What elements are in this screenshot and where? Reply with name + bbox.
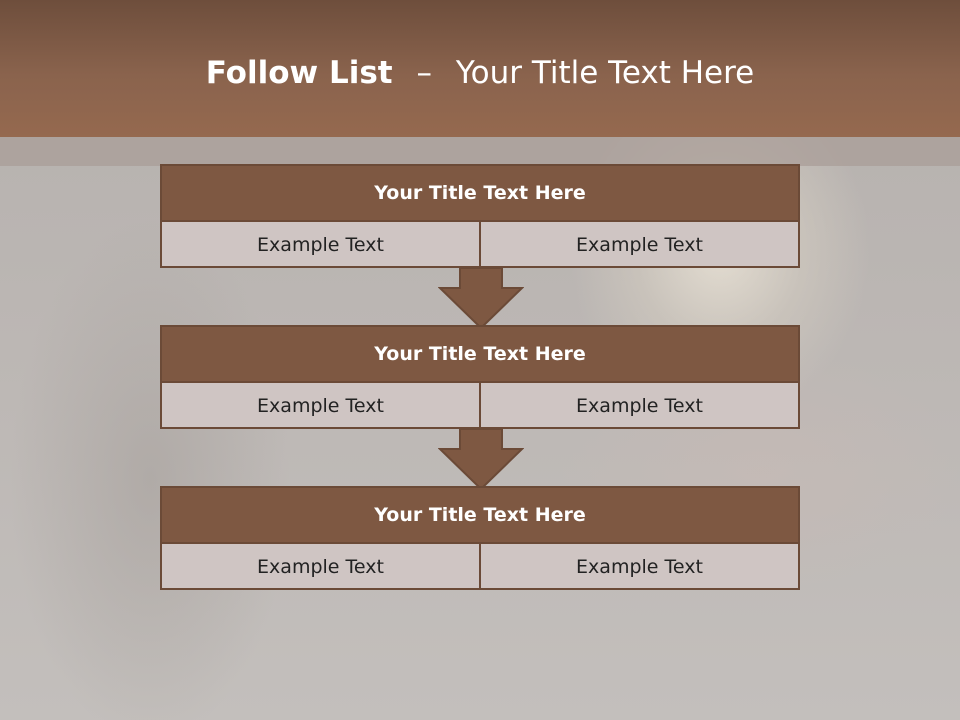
step-2-right-cell: Example Text <box>479 383 798 429</box>
step-title-2: Your Title Text Here <box>162 327 798 383</box>
slide-title-rest: Your Title Text Here <box>455 55 755 91</box>
step-cells-3: Example Text Example Text <box>162 544 798 590</box>
step-cells-2: Example Text Example Text <box>162 383 798 429</box>
step-3-right-cell: Example Text <box>479 544 798 590</box>
slide-title: Follow List – Your Title Text Here <box>0 55 960 91</box>
down-arrow-icon <box>438 268 524 330</box>
slide-title-dash: – <box>416 55 432 91</box>
step-box-3: Your Title Text Here Example Text Exampl… <box>160 486 800 590</box>
down-arrow-icon <box>438 429 524 491</box>
slide-title-bold: Follow List <box>205 55 393 91</box>
step-1-right-cell: Example Text <box>479 222 798 268</box>
step-box-1: Your Title Text Here Example Text Exampl… <box>160 164 800 268</box>
step-3-left-cell: Example Text <box>257 556 384 578</box>
title-bar <box>0 0 960 137</box>
step-cells-1: Example Text Example Text <box>162 222 798 268</box>
step-1-left-cell: Example Text <box>257 234 384 256</box>
step-2-left-cell: Example Text <box>257 395 384 417</box>
step-title-1: Your Title Text Here <box>162 166 798 222</box>
step-box-2: Your Title Text Here Example Text Exampl… <box>160 325 800 429</box>
title-bar-band <box>0 137 960 166</box>
step-title-3: Your Title Text Here <box>162 488 798 544</box>
